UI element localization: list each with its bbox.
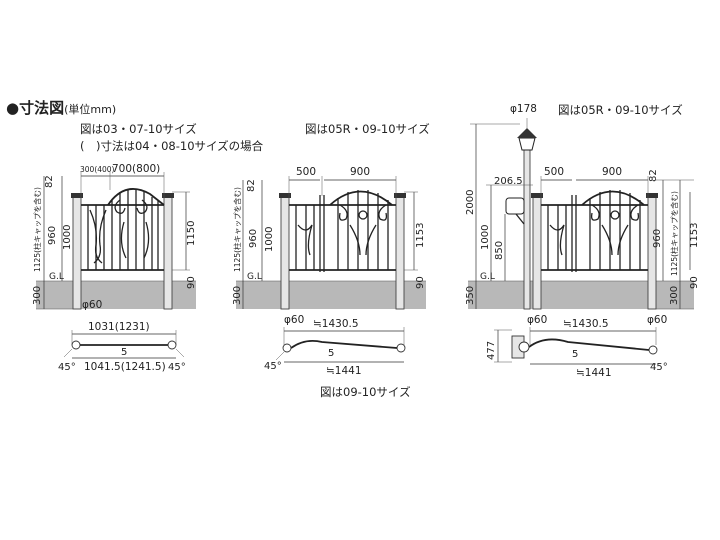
left-angle-r: 45° — [168, 362, 186, 373]
left-h82: 82 — [44, 175, 55, 188]
left-h90: 90 — [186, 276, 197, 289]
title-text: ●寸法図 — [6, 99, 65, 117]
right-phi-l: φ60 — [527, 314, 547, 326]
left-plan-mid: 5 — [121, 347, 127, 358]
note-middle: 図は05R・09-10サイズ — [305, 122, 430, 136]
right-phi-r: φ60 — [647, 314, 667, 326]
right-w900: 900 — [602, 166, 622, 178]
left-plan-view: 1031(1231) 5 1041.5(1241.5) 45° 45° — [58, 321, 186, 373]
left-h1125: 1125(柱キャップを含む) — [32, 187, 42, 272]
right-h1000: 1000 — [480, 225, 491, 250]
left-plan-bottom: 1041.5(1241.5) — [84, 361, 166, 373]
middle-h1125: 1125(柱キャップを含む) — [232, 187, 242, 272]
left-h1000: 1000 — [62, 225, 73, 250]
page-title: ●寸法図(単位mm) — [6, 101, 116, 116]
right-h960: 960 — [652, 229, 663, 248]
middle-w500: 500 — [296, 166, 316, 178]
left-cap-l — [71, 193, 83, 198]
right-ground — [468, 281, 694, 309]
left-post-r — [163, 196, 173, 310]
right-h1153: 1153 — [689, 223, 700, 248]
middle-w900: 900 — [350, 166, 370, 178]
left-h1150: 1150 — [186, 221, 197, 246]
right-plan-mid: 5 — [572, 349, 578, 360]
left-h960: 960 — [47, 226, 58, 245]
left-phi: φ60 — [82, 299, 102, 311]
left-top-small: 300(400) — [80, 165, 115, 174]
right-plan-bottom: ≒1441 — [576, 367, 612, 379]
right-h90: 90 — [689, 276, 700, 289]
right-h1125: 1125(柱キャップを含む) — [669, 191, 679, 276]
left-gl: G.L — [49, 272, 64, 282]
middle-ground — [236, 281, 426, 309]
middle-h300: 300 — [232, 286, 243, 305]
middle-post-l — [280, 196, 290, 310]
middle-plan-mid: 5 — [328, 348, 334, 359]
left-cap-r — [162, 193, 174, 198]
right-h2000: 2000 — [465, 190, 476, 215]
middle-gl: G.L — [247, 272, 262, 282]
middle-plan-view: ≒1430.5 5 ≒1441 45° — [264, 318, 406, 377]
right-angle: 45° — [650, 362, 668, 373]
left-angle-l: 45° — [58, 362, 76, 373]
right-post-r — [647, 196, 657, 310]
left-top-width: 700(800) — [112, 163, 160, 175]
right-plan-top: ≒1430.5 — [563, 318, 609, 330]
middle-h1153: 1153 — [415, 223, 426, 248]
note-plan-middle: 図は09-10サイズ — [320, 385, 411, 399]
note-left-2: ( )寸法は04・08-10サイズの場合 — [80, 139, 264, 153]
middle-post-r — [395, 196, 405, 310]
lamp-head — [518, 137, 536, 151]
left-h300: 300 — [32, 286, 43, 305]
unit-text: (単位mm) — [64, 103, 117, 116]
lamp-post — [523, 149, 531, 310]
right-h2065: 206.5 — [494, 176, 523, 187]
right-gl: G.L — [480, 272, 495, 282]
middle-h1000: 1000 — [264, 227, 275, 252]
left-gate-elevation: 700(800) 300(400) 82 960 1000 1125(柱キャップ… — [32, 163, 197, 311]
mailbox — [505, 197, 525, 215]
middle-phi: φ60 — [284, 314, 304, 326]
right-h850: 850 — [494, 241, 505, 260]
left-post-l — [72, 196, 82, 310]
right-gate-elevation: φ178 500 900 82 206.5 2000 1000 850 960 … — [465, 103, 700, 326]
right-h82: 82 — [648, 169, 659, 182]
middle-plan-bottom: ≒1441 — [326, 365, 362, 377]
right-post-l — [532, 196, 542, 310]
right-h350: 350 — [465, 286, 476, 305]
note-right: 図は05R・09-10サイズ — [558, 103, 683, 117]
middle-plan-top: ≒1430.5 — [313, 318, 359, 330]
middle-angle: 45° — [264, 361, 282, 372]
middle-gate-elevation: 500 900 82 960 1000 1125(柱キャップを含む) 1153 … — [232, 166, 426, 326]
right-plan-h: 477 — [486, 341, 497, 360]
note-left-1: 図は03・07-10サイズ — [80, 122, 197, 136]
lamp-roof — [517, 128, 537, 138]
middle-h90: 90 — [415, 276, 426, 289]
right-w500: 500 — [544, 166, 564, 178]
middle-h960: 960 — [248, 229, 259, 248]
middle-h82: 82 — [246, 179, 257, 192]
right-h300: 300 — [669, 286, 680, 305]
right-lamp-phi: φ178 — [510, 103, 537, 115]
right-plan-view: ≒1430.5 5 ≒1441 477 45° — [486, 318, 668, 379]
left-plan-top: 1031(1231) — [88, 321, 150, 333]
